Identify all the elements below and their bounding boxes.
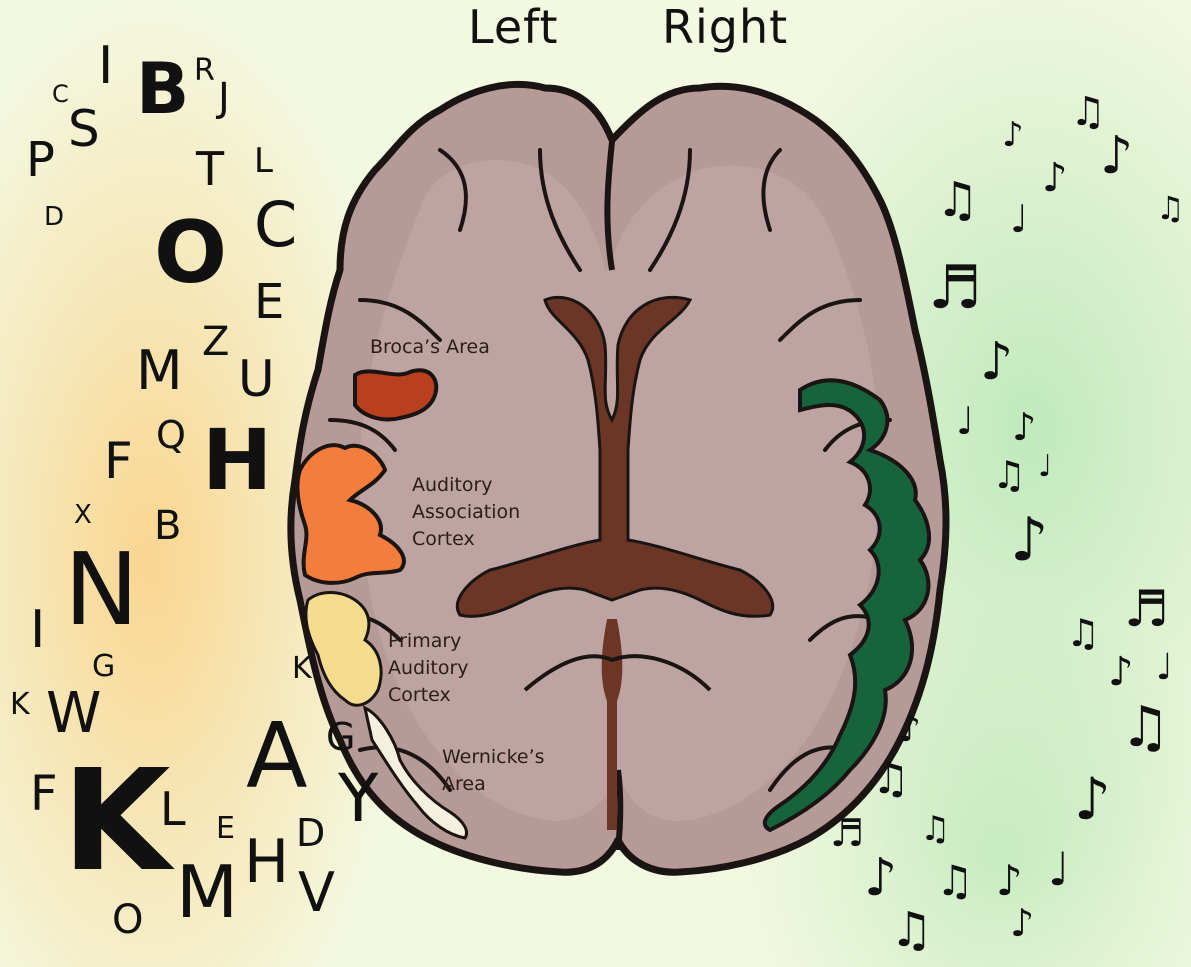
letter: M (176, 856, 238, 928)
letter: F (104, 436, 133, 486)
music-note-icon: ♩ (1156, 650, 1173, 686)
letter: C (254, 194, 297, 256)
letter: P (26, 136, 55, 184)
left-hemisphere-label: Left (468, 0, 559, 54)
letter: H (244, 832, 289, 892)
music-note-icon: ♩ (1048, 846, 1070, 892)
music-note-icon: ♪ (1108, 652, 1134, 692)
music-note-icon: ♩ (1010, 200, 1028, 238)
wernicke-line-1: Wernicke’s (442, 744, 545, 771)
letter: Q (156, 416, 186, 454)
music-note-icon: ♫ (936, 176, 979, 224)
letter: B (154, 506, 181, 546)
letter: H (202, 418, 272, 502)
letter: A (246, 712, 308, 802)
music-note-icon: ♫ (1156, 192, 1185, 224)
third-ventricle (607, 620, 618, 830)
letter: I (98, 40, 113, 92)
letter: F (30, 770, 58, 818)
letter: O (112, 900, 143, 940)
letter: W (46, 686, 101, 742)
letter: V (298, 866, 335, 920)
music-note-icon: ♪ (898, 712, 921, 748)
music-note-icon: ♪ (996, 860, 1023, 902)
letter: X (74, 502, 92, 528)
broca-area-label: Broca’s Area (370, 334, 490, 361)
letter: Y (338, 766, 378, 832)
letter: O (154, 210, 227, 296)
primary-auditory-label: Primary Auditory Cortex (388, 628, 469, 709)
letter: D (44, 204, 64, 230)
music-note-icon: ♫ (890, 906, 933, 954)
music-note-icon: ♪ (1074, 770, 1111, 828)
letter: L (160, 786, 186, 832)
auditory-association-line-1: Auditory (412, 472, 520, 499)
music-note-icon: ♪ (1100, 130, 1133, 182)
auditory-association-line-3: Cortex (412, 526, 520, 553)
letter: K (62, 752, 171, 892)
letter: G (92, 652, 115, 682)
music-note-icon: ♩ (1038, 452, 1052, 482)
letter: I (30, 604, 45, 656)
music-note-icon: ♪ (1010, 904, 1034, 942)
music-note-icon: ♫ (1120, 700, 1170, 756)
music-note-icon: ♪ (980, 336, 1013, 388)
letter: E (254, 278, 284, 326)
auditory-association-line-2: Association (412, 499, 520, 526)
music-note-icon: ♫ (1066, 614, 1100, 652)
letter: Z (202, 322, 229, 362)
letter: J (218, 78, 230, 118)
auditory-association-label: Auditory Association Cortex (412, 472, 520, 553)
music-note-icon: ♪ (864, 852, 897, 904)
letter: M (136, 344, 183, 398)
letter: T (196, 146, 224, 192)
letter: C (52, 82, 69, 106)
music-note-icon: ♪ (1002, 118, 1024, 152)
wernicke-area-label: Wernicke’s Area (442, 744, 545, 798)
letter: D (296, 814, 325, 852)
letter: U (238, 354, 275, 404)
primary-auditory-line-3: Cortex (388, 682, 469, 709)
music-note-icon: ♫ (920, 812, 950, 846)
music-note-icon: ♪ (1042, 158, 1068, 198)
right-hemisphere-label: Right (662, 0, 788, 54)
letter: N (64, 540, 139, 640)
music-note-icon: ♬ (1124, 584, 1169, 634)
primary-auditory-line-2: Auditory (388, 655, 469, 682)
letter: L (254, 144, 273, 178)
wernicke-line-2: Area (442, 771, 545, 798)
letter: R (194, 56, 215, 86)
letter: S (68, 104, 100, 154)
music-note-icon: ♩ (956, 402, 974, 440)
letter: K (10, 690, 30, 720)
letter: B (136, 54, 189, 124)
music-note-icon: ♪ (1010, 510, 1048, 570)
music-note-icon: ♫ (992, 456, 1026, 494)
letter: G (326, 718, 355, 756)
letter: K (292, 654, 312, 684)
music-note-icon: ♬ (928, 258, 982, 318)
music-note-icon: ♬ (830, 814, 864, 852)
music-note-icon: ♫ (872, 758, 910, 800)
letter: E (216, 814, 235, 844)
music-note-icon: ♫ (936, 860, 974, 902)
primary-auditory-line-1: Primary (388, 628, 469, 655)
music-note-icon: ♪ (1012, 408, 1036, 446)
